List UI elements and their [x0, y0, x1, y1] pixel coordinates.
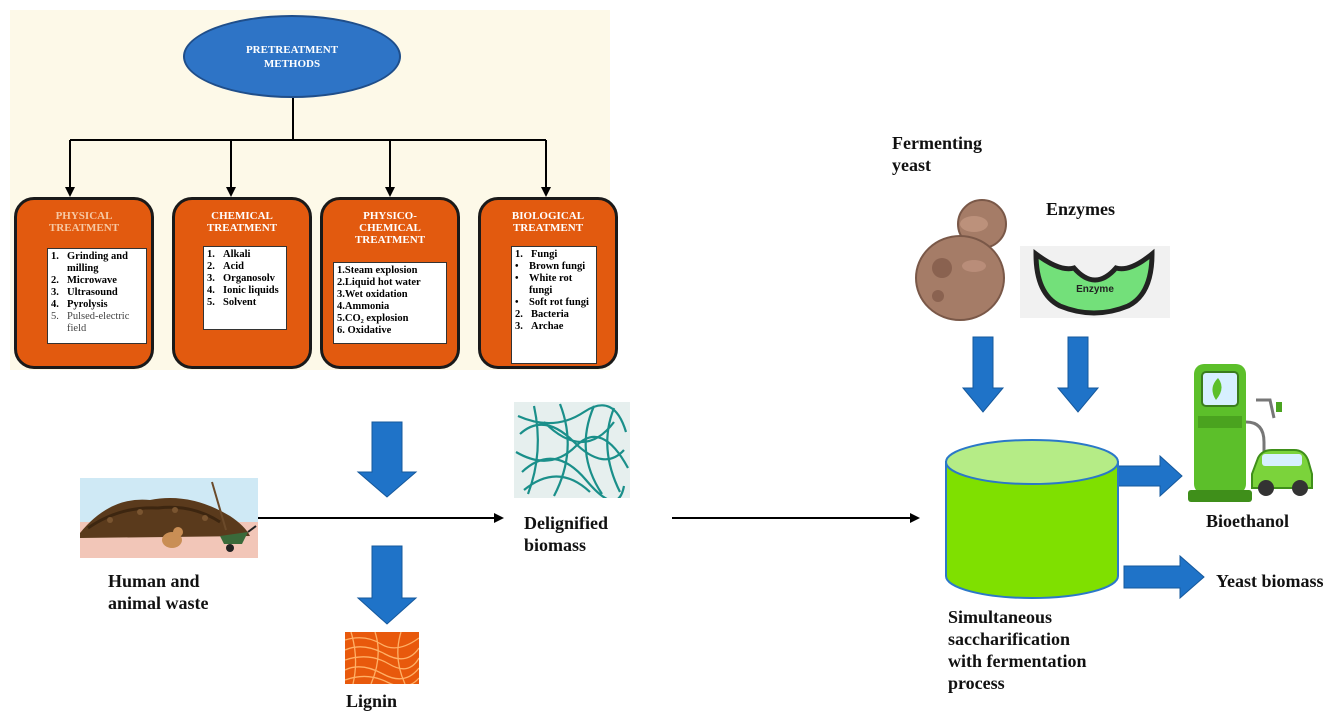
biological-treatment-card: BIOLOGICAL TREATMENT 1. Fungi • Brown fung… [478, 197, 618, 369]
list-marker: 5. [207, 297, 215, 308]
ssf-tank-icon [945, 439, 1119, 599]
list-item: Pyrolysis [67, 299, 108, 310]
list-marker: 1. [515, 249, 523, 260]
list-item: 2.Liquid hot water [337, 277, 421, 288]
cellulose-fibers-icon [514, 402, 630, 498]
bioethanol-label: Bioethanol [1206, 511, 1290, 531]
enzyme-tag: Enzyme [1076, 284, 1114, 295]
list-marker: • [515, 273, 519, 284]
list-item: White rot fungi [529, 273, 573, 296]
list-marker: 3. [515, 321, 523, 332]
list-marker: 1. [207, 249, 215, 260]
biological-treatment-list: 1. Fungi • Brown fungi • White rot fungi • S… [511, 246, 597, 364]
list-item: Grinding and milling [67, 251, 128, 274]
list-item: Acid [223, 261, 244, 272]
list-item: 1.Steam explosion [337, 265, 418, 276]
physicochemical-treatment-list: 1.Steam explosion 2.Liquid hot water 3.W… [333, 262, 447, 344]
list-item: Fungi [531, 249, 558, 260]
physical-treatment-list: 1. Grinding and milling 2. Microwave 3. Ult… [47, 248, 147, 344]
list-item: Ultrasound [67, 287, 118, 298]
lignin-fibers-icon [345, 632, 419, 684]
chemical-treatment-title: CHEMICAL TREATMENT [206, 210, 278, 234]
block-arrow-to-bioethanol [1117, 454, 1183, 498]
fermenting-yeast-label: Fermenting yeast [892, 133, 982, 175]
block-arrow-to-yeast-biomass [1123, 554, 1205, 600]
lignin-label: Lignin [346, 691, 398, 711]
list-item: Solvent [223, 297, 257, 308]
pretreatment-methods-oval: PRETREATMENT METHODS [183, 15, 401, 98]
block-arrow-enzyme-down [1056, 336, 1100, 413]
list-item: Soft rot fungi [529, 297, 589, 308]
physicochemical-treatment-card: PHYSICO- CHEMICAL TREATMENT 1.Steam expl… [320, 197, 460, 369]
list-marker: 3. [207, 273, 215, 284]
biological-treatment-title: BIOLOGICAL TREATMENT [511, 210, 585, 234]
enzyme-icon [1033, 248, 1155, 316]
list-marker: 2. [51, 275, 59, 286]
list-item: 6. Oxidative [337, 325, 392, 336]
list-item: 5.CO₂ explosion [337, 313, 409, 324]
list-item: Brown fungi [529, 261, 586, 272]
physical-treatment-card: PHYSICAL TREATMENT 1. Grinding and millin… [14, 197, 154, 369]
list-item: Bacteria [531, 309, 569, 320]
list-item: Ionic liquids [223, 285, 279, 296]
list-marker: 2. [207, 261, 215, 272]
delignified-biomass-label: Delignified biomass [524, 513, 608, 555]
list-marker: 4. [51, 299, 59, 310]
block-arrow-to-lignin [356, 545, 418, 625]
block-arrow-yeast-down [961, 336, 1005, 413]
pretreatment-title: PRETREATMENT METHODS [245, 43, 339, 70]
physical-treatment-title: PHYSICAL TREATMENT [48, 210, 120, 234]
list-marker: 5. [51, 311, 59, 322]
list-item: 3.Wet oxidation [337, 289, 408, 300]
waste-label: Human and animal waste [108, 571, 209, 613]
list-item: Organosolv [223, 273, 275, 284]
list-item: Alkali [223, 249, 251, 260]
chemical-treatment-card: CHEMICAL TREATMENT 1. Alkali 2. Acid 3. Org… [172, 197, 312, 369]
fuel-pump-car-icon [1188, 364, 1313, 502]
yeast-biomass-label: Yeast biomass [1216, 571, 1324, 591]
yeast-cell-icon [915, 199, 1007, 321]
chemical-treatment-list: 1. Alkali 2. Acid 3. Organosolv 4. Ionic liq… [203, 246, 287, 330]
waste-pile-icon [80, 478, 258, 558]
list-marker: 1. [51, 251, 59, 262]
block-arrow-pretreatment-down [356, 421, 418, 498]
enzymes-label: Enzymes [1046, 199, 1115, 219]
list-item: 4.Ammonia [337, 301, 390, 312]
enzyme-panel: Enzyme [1020, 246, 1170, 318]
physicochemical-treatment-title: PHYSICO- CHEMICAL TREATMENT [354, 210, 426, 246]
list-marker: • [515, 297, 519, 308]
list-item: Microwave [67, 275, 117, 286]
list-marker: 2. [515, 309, 523, 320]
list-marker: • [515, 261, 519, 272]
list-item: Pulsed-electric field [67, 311, 130, 334]
ssf-process-label: Simultaneous saccharification with ferme… [948, 607, 1087, 693]
list-item: Archae [531, 321, 564, 332]
list-marker: 3. [51, 287, 59, 298]
list-marker: 4. [207, 285, 215, 296]
